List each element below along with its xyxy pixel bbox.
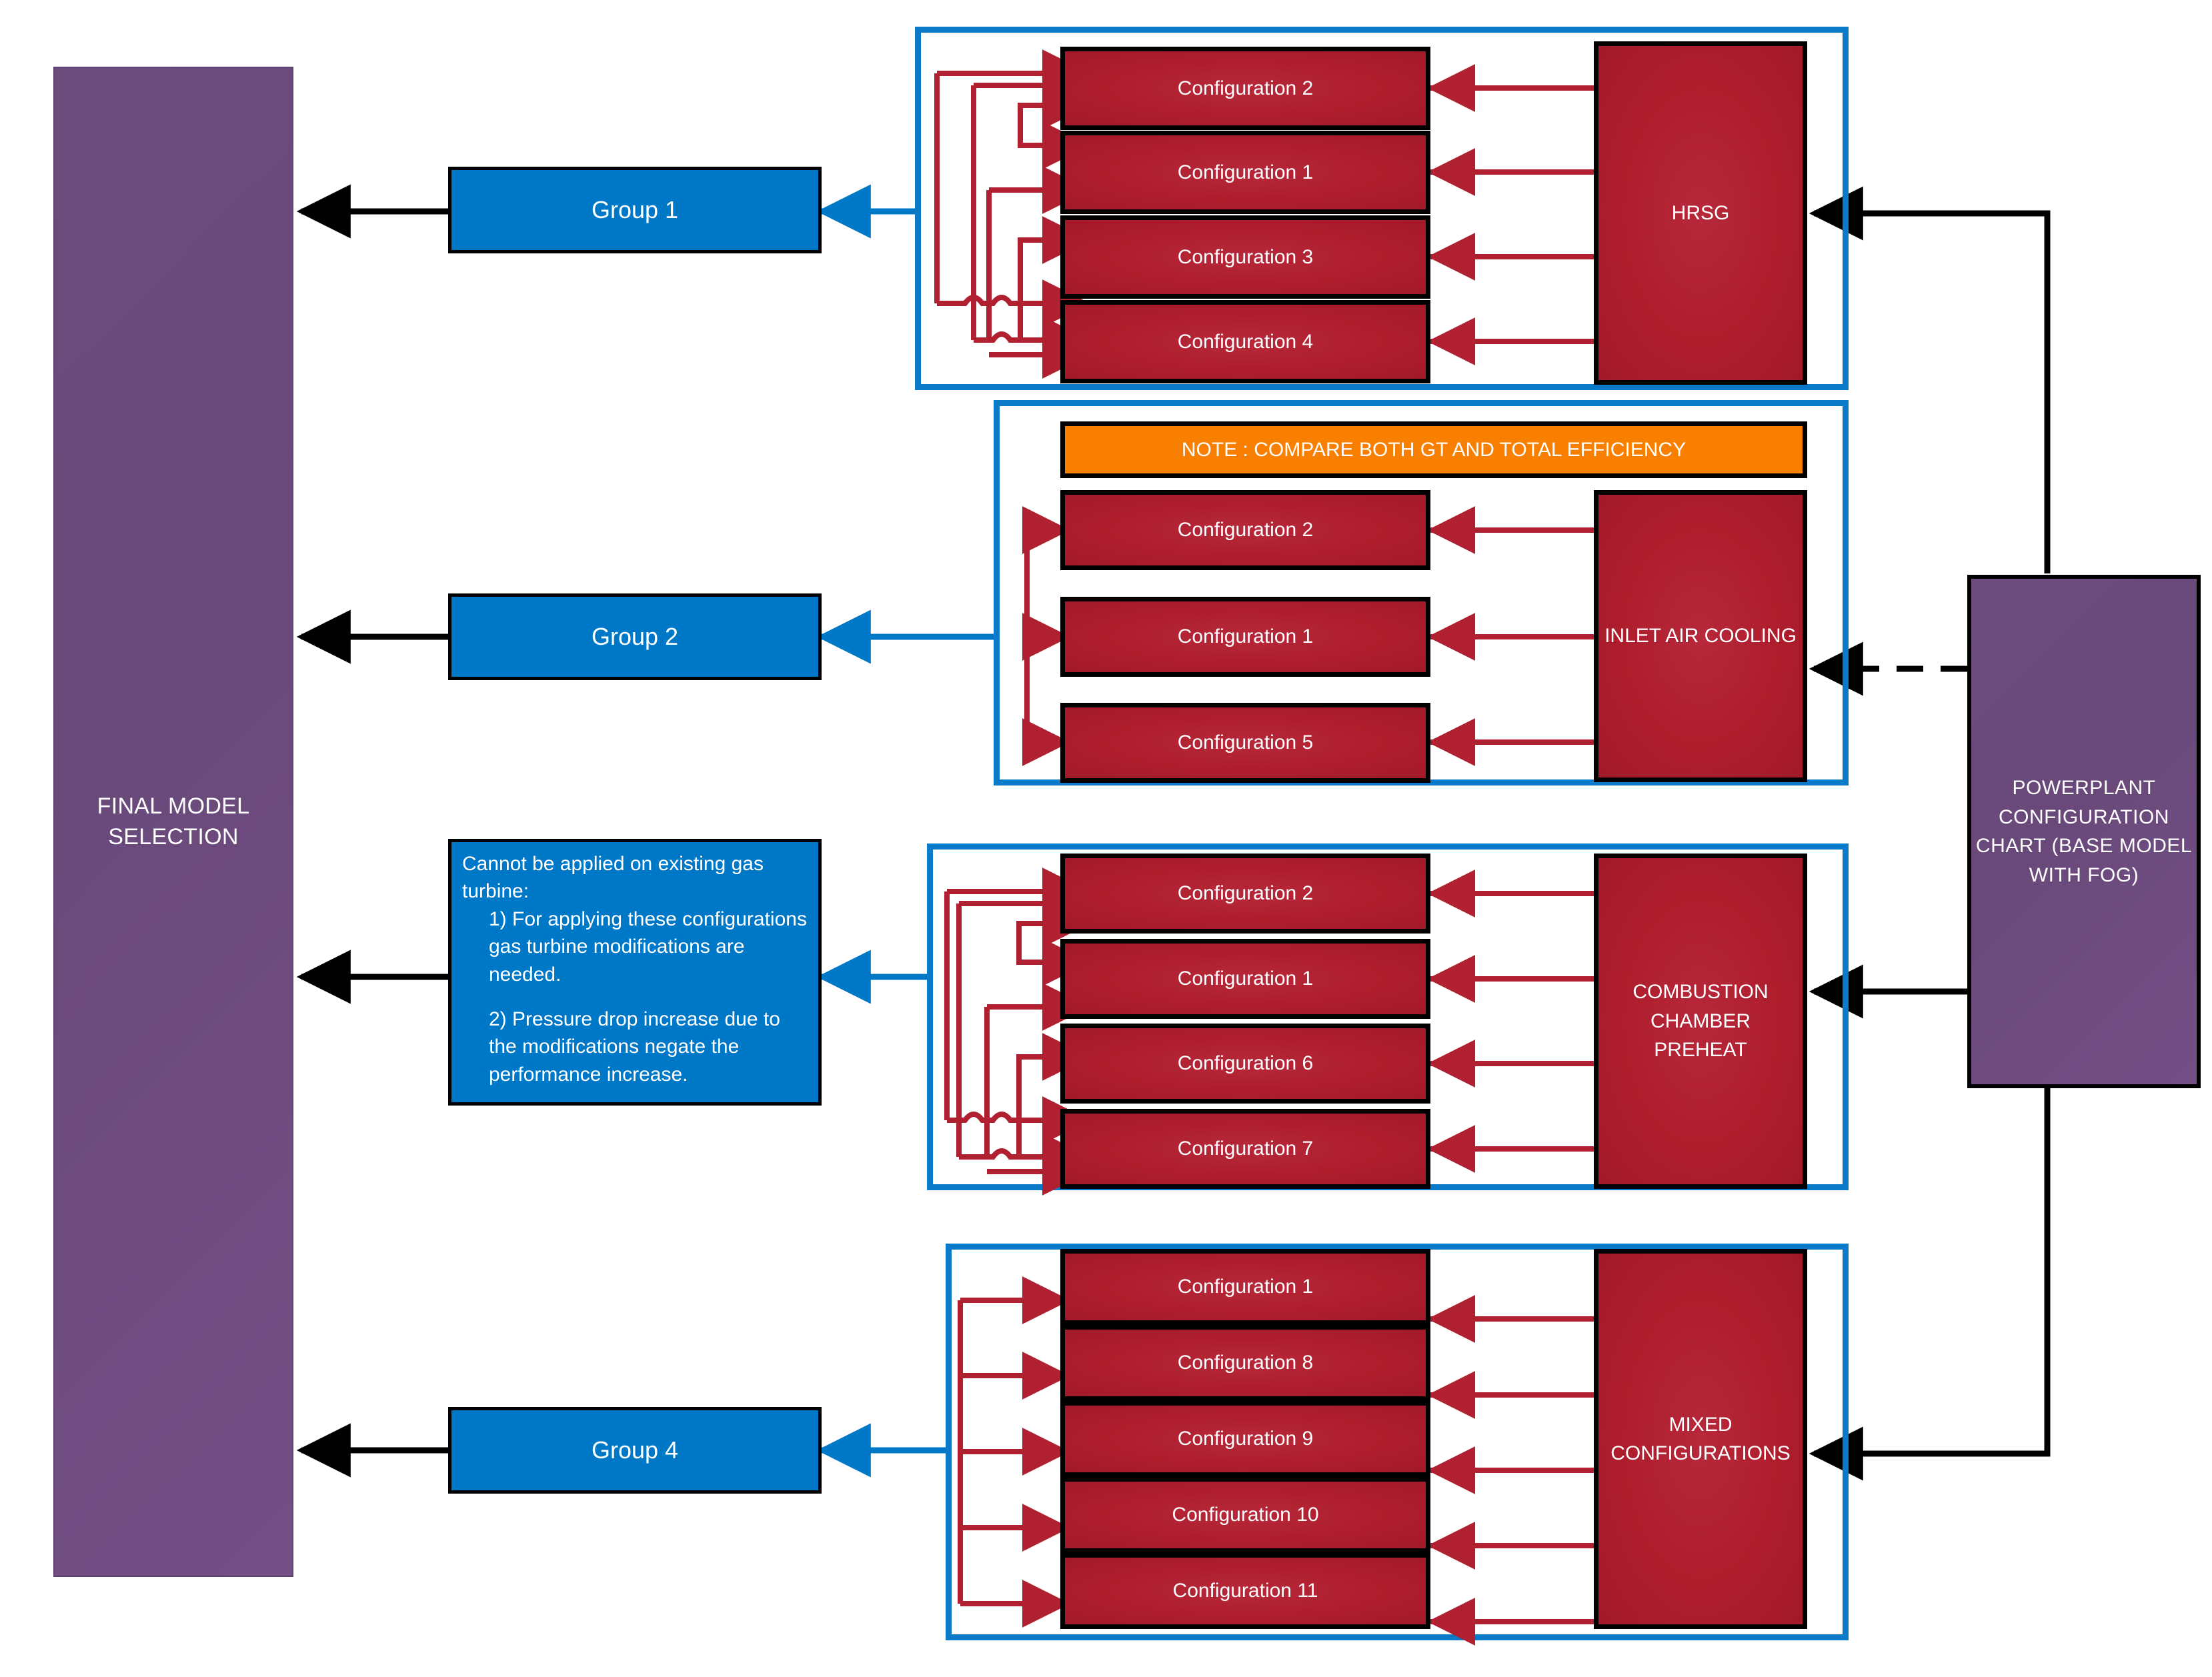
group1-config-1-label: Configuration 2 <box>1177 77 1314 99</box>
group1-config-4-label: Configuration 4 <box>1177 330 1314 353</box>
group3-caption-line1: Cannot be applied on existing gas turbin… <box>462 853 764 903</box>
group4-config-1-label: Configuration 1 <box>1177 1276 1314 1298</box>
group1-category-label: HRSG <box>1671 201 1730 224</box>
group2-note-box: NOTE : COMPARE BOTH GT AND TOTAL EFFICIE… <box>1060 421 1807 478</box>
group2-config-3-label: Configuration 5 <box>1177 731 1314 753</box>
group2-button-label: Group 2 <box>591 623 679 650</box>
group4-config-2-label: Configuration 8 <box>1177 1352 1314 1374</box>
group1-config-3-label: Configuration 3 <box>1177 245 1314 268</box>
group3-caption-item1: 1) For applying these configurations gas… <box>489 908 807 986</box>
group1-button-label: Group 1 <box>591 196 679 223</box>
group3-config-3[interactable]: Configuration 6 <box>1060 1024 1430 1104</box>
final-model-selection-label: FINAL MODEL SELECTION <box>97 793 250 850</box>
group4-config-2[interactable]: Configuration 8 <box>1060 1325 1430 1401</box>
group2-category-inlet-air-cooling[interactable]: INLET AIR COOLING <box>1594 490 1807 782</box>
group3-config-2-label: Configuration 1 <box>1177 968 1314 990</box>
group3-category-combustion-chamber-preheat[interactable]: COMBUSTION CHAMBER PREHEAT <box>1594 854 1807 1189</box>
group2-category-label: INLET AIR COOLING <box>1604 625 1797 647</box>
group2-button[interactable]: Group 2 <box>448 593 822 680</box>
powerplant-configuration-chart-box[interactable]: POWERPLANT CONFIGURATION CHART (BASE MOD… <box>1967 575 2201 1088</box>
group3-caption-box[interactable]: Cannot be applied on existing gas turbin… <box>448 839 822 1106</box>
group3-config-4-label: Configuration 7 <box>1177 1138 1314 1160</box>
group4-config-5[interactable]: Configuration 11 <box>1060 1553 1430 1629</box>
group1-config-2-label: Configuration 1 <box>1177 161 1314 183</box>
group1-category-hrsg[interactable]: HRSG <box>1594 41 1807 385</box>
final-model-selection-box: FINAL MODEL SELECTION <box>53 67 293 1577</box>
group3-caption-spacer <box>462 988 808 1006</box>
group1-button[interactable]: Group 1 <box>448 167 822 253</box>
group4-config-3[interactable]: Configuration 9 <box>1060 1401 1430 1477</box>
group2-config-2[interactable]: Configuration 1 <box>1060 597 1430 677</box>
group4-config-4[interactable]: Configuration 10 <box>1060 1477 1430 1553</box>
group1-config-4[interactable]: Configuration 4 <box>1060 300 1430 383</box>
group4-config-4-label: Configuration 10 <box>1172 1504 1319 1526</box>
group3-config-3-label: Configuration 6 <box>1177 1052 1314 1074</box>
group2-note-label: NOTE : COMPARE BOTH GT AND TOTAL EFFICIE… <box>1181 438 1687 461</box>
group2-config-1-label: Configuration 2 <box>1177 519 1314 541</box>
line-source-to-hrsg <box>1809 186 2051 573</box>
group3-config-1[interactable]: Configuration 2 <box>1060 854 1430 934</box>
group3-config-4[interactable]: Configuration 7 <box>1060 1109 1430 1189</box>
group2-config-2-label: Configuration 1 <box>1177 625 1314 647</box>
powerplant-configuration-chart-label: POWERPLANT CONFIGURATION CHART (BASE MOD… <box>1975 777 2193 886</box>
group1-config-3[interactable]: Configuration 3 <box>1060 215 1430 299</box>
group1-config-2[interactable]: Configuration 1 <box>1060 131 1430 214</box>
group4-button[interactable]: Group 4 <box>448 1407 822 1494</box>
group2-config-1[interactable]: Configuration 2 <box>1060 490 1430 570</box>
line-source-to-mixed-configs <box>1809 1086 2051 1481</box>
group4-button-label: Group 4 <box>591 1436 679 1464</box>
group4-category-mixed-configurations[interactable]: MIXED CONFIGURATIONS <box>1594 1249 1807 1629</box>
group4-config-1[interactable]: Configuration 1 <box>1060 1249 1430 1325</box>
group4-config-3-label: Configuration 9 <box>1177 1428 1314 1450</box>
group3-config-1-label: Configuration 2 <box>1177 882 1314 904</box>
group3-caption-item2: 2) Pressure drop increase due to the mod… <box>489 1008 780 1086</box>
group4-config-5-label: Configuration 11 <box>1172 1580 1318 1602</box>
group3-config-2[interactable]: Configuration 1 <box>1060 939 1430 1019</box>
group1-config-1[interactable]: Configuration 2 <box>1060 47 1430 130</box>
group3-category-label: COMBUSTION CHAMBER PREHEAT <box>1632 981 1769 1062</box>
group4-category-label: MIXED CONFIGURATIONS <box>1610 1413 1791 1465</box>
group2-config-3[interactable]: Configuration 5 <box>1060 703 1430 783</box>
